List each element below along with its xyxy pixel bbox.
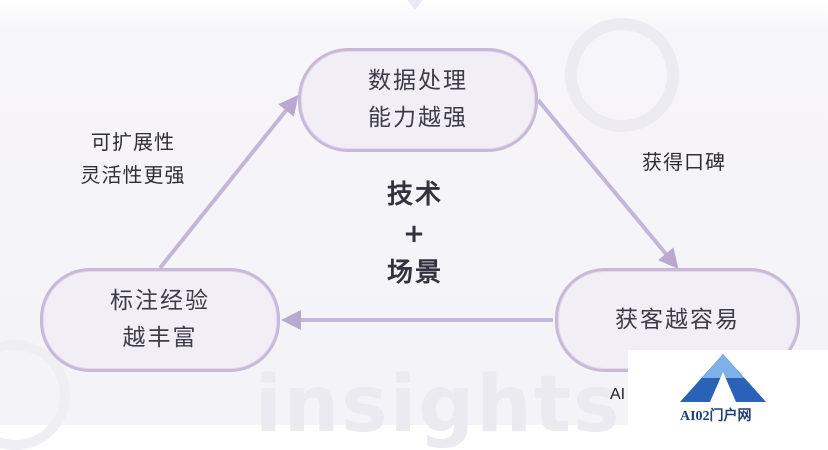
edge-label-right: 获得口碑 — [642, 150, 726, 174]
node-annotation-experience: 标注经验 越丰富 — [40, 268, 280, 372]
center-label: 技术 + 场景 — [360, 176, 470, 293]
node-top-line2: 能力越强 — [368, 105, 468, 131]
node-left-line2: 越丰富 — [122, 325, 198, 351]
center-line2: + — [403, 219, 427, 249]
partial-caption: AI — [610, 386, 626, 403]
node-left-line1: 标注经验 — [110, 288, 210, 315]
arrow-top-to-right — [536, 98, 679, 270]
logo-overlay: AI02门户网 — [628, 350, 828, 425]
node-right-line1: 获客越容易 — [615, 306, 740, 333]
node-data-processing: 数据处理 能力越强 — [298, 48, 538, 152]
center-line3: 场景 — [386, 258, 443, 288]
triangle-logo-icon — [680, 354, 766, 402]
top-notch-decoration — [387, 0, 443, 10]
logo-text: AI02门户网 — [680, 409, 752, 424]
cycle-arrows — [158, 94, 679, 330]
center-line1: 技术 — [386, 180, 443, 210]
edge-label-left-line1: 可扩展性 — [91, 130, 175, 154]
arrow-left-to-top — [158, 94, 299, 270]
edge-label-left: 可扩展性 灵活性更强 — [68, 126, 198, 192]
node-top-line1: 数据处理 — [368, 68, 468, 95]
edge-label-left-line2: 灵活性更强 — [80, 163, 186, 187]
